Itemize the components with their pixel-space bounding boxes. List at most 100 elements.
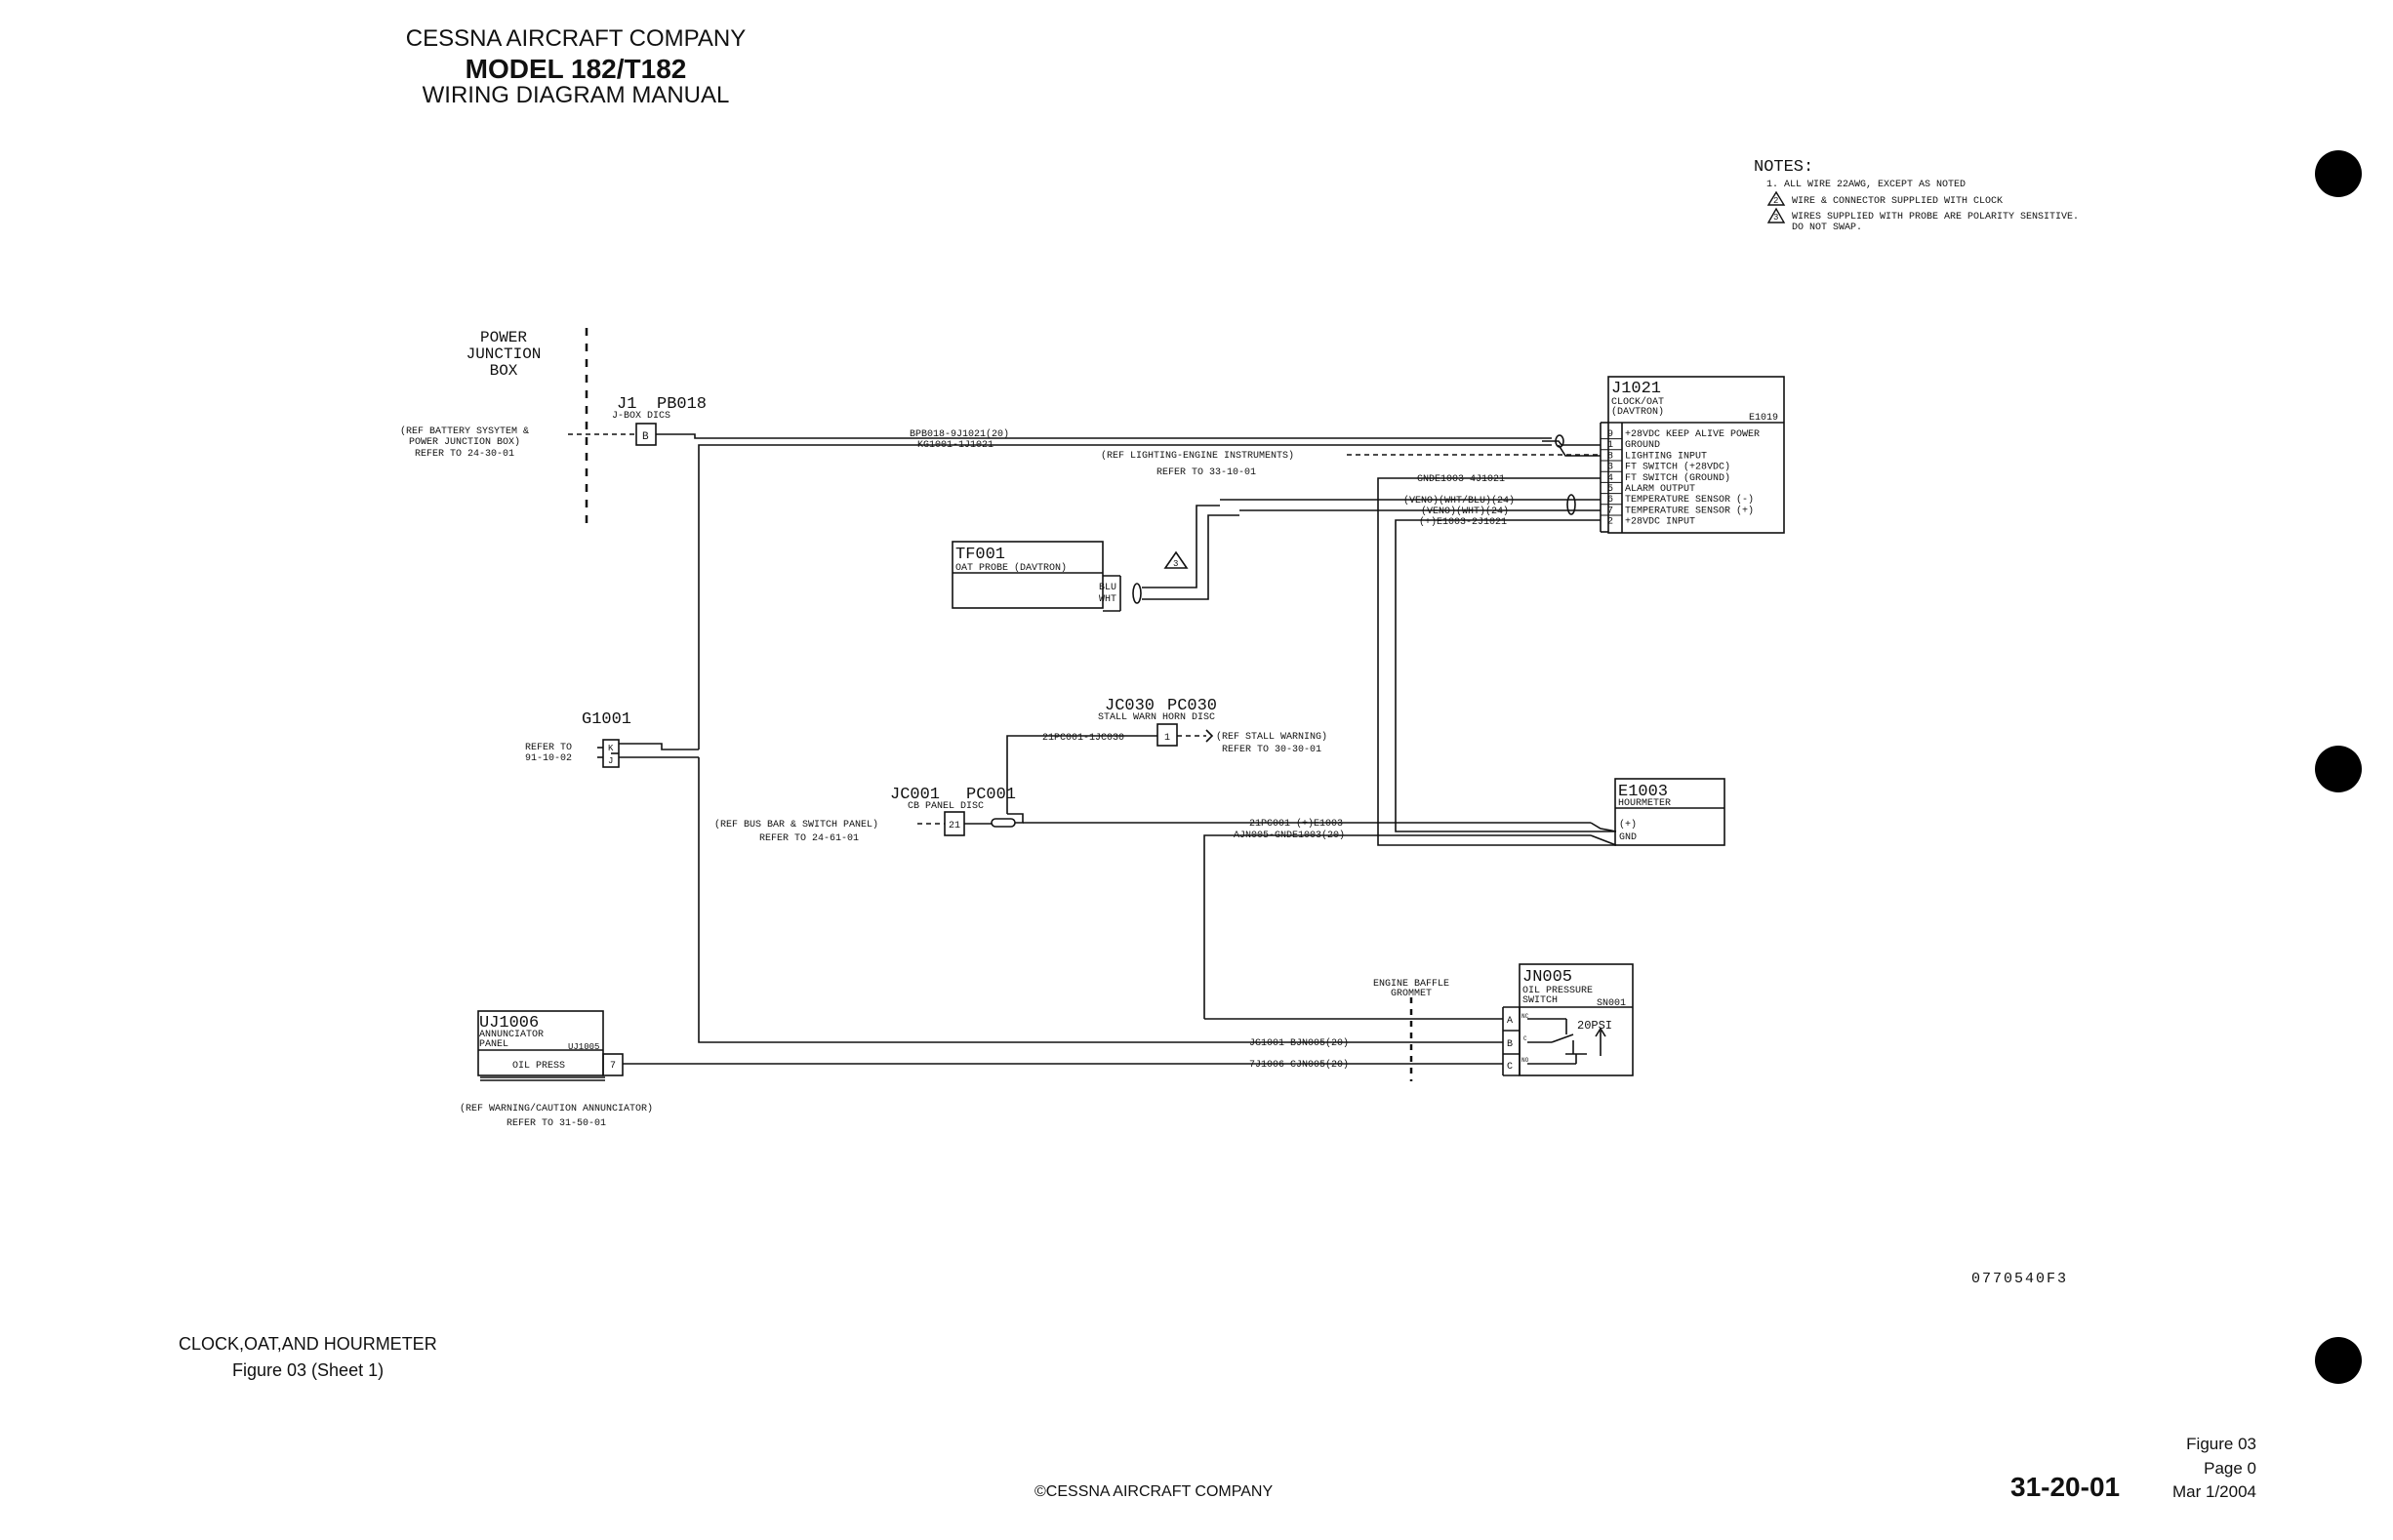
- wire-label-6: (+)E1003-2J1021: [1419, 516, 1507, 528]
- stall-ref-1: (REF STALL WARNING): [1216, 731, 1327, 743]
- battery-ref-2: POWER JUNCTION BOX): [409, 436, 520, 448]
- probe-id: TF001: [955, 546, 1005, 564]
- j1-label: J1: [617, 395, 636, 414]
- oilsw-nc: NC: [1521, 1013, 1529, 1020]
- note-2-number: 2: [1773, 196, 1778, 206]
- annunciator-ref-2: REFER TO 31-50-01: [507, 1118, 606, 1129]
- probe-pin-blu: BLU: [1099, 583, 1116, 593]
- figure-number: Figure 03: [2186, 1435, 2256, 1453]
- battery-ref-1: (REF BATTERY SYSYTEM &: [400, 426, 529, 437]
- oilsw-pin-a: A: [1507, 1016, 1513, 1027]
- probe-name: OAT PROBE (DAVTRON): [955, 562, 1067, 574]
- clock-ref: E1019: [1749, 413, 1778, 424]
- oilsw-name-1: OIL PRESSURE: [1522, 986, 1593, 996]
- stall-ref-2: REFER TO 30-30-01: [1222, 745, 1321, 755]
- wire-label-3: GNDE1003-4J1021: [1417, 474, 1505, 485]
- j1-subtitle: J-BOX DICS: [612, 411, 670, 422]
- copyright: ©CESSNA AIRCRAFT COMPANY: [1034, 1483, 1274, 1500]
- wire-label-4: (VENO)(WHT/BLU)(24): [1403, 495, 1515, 507]
- g1001-ref-1: REFER TO: [525, 743, 572, 753]
- hourmeter-id: E1003: [1618, 783, 1668, 801]
- wire-label-9: AJN005-GNDE1003(20): [1234, 830, 1345, 841]
- wire-label-2: KG1001-1J1021: [917, 440, 994, 451]
- drawing-number: 0770540F3: [1971, 1271, 2068, 1287]
- clock-name-2: (DAVTRON): [1611, 406, 1664, 418]
- punch-hole-bottom: [2315, 1337, 2362, 1384]
- hourmeter-pin-plus: (+): [1619, 819, 1637, 831]
- clock-pin-number: 2: [1607, 517, 1613, 528]
- jc001-label: JC001: [890, 786, 940, 804]
- jc030-pin: 1: [1164, 733, 1170, 744]
- clock-pin-label: FT SWITCH (GROUND): [1625, 472, 1730, 484]
- clock-pin-label: GROUND: [1625, 440, 1660, 451]
- notes-title: NOTES:: [1754, 158, 1813, 177]
- oilsw-pin-c: C: [1507, 1062, 1513, 1073]
- wire-label-11: 7J1006-CJN005(20): [1249, 1059, 1349, 1071]
- annunciator-pin: 7: [610, 1061, 616, 1072]
- wire-label-5: (VENO)(WHT)(24): [1421, 506, 1509, 517]
- wire-label-1: BPB018-9J1021(20): [910, 428, 1009, 440]
- clock-pin-number: 4: [1607, 473, 1613, 484]
- lighting-ref-1: (REF LIGHTING-ENGINE INSTRUMENTS): [1101, 450, 1294, 462]
- clock-pin-number: 9: [1607, 429, 1613, 440]
- revision-date: Mar 1/2004: [2172, 1482, 2256, 1502]
- caption-title: CLOCK,OAT,AND HOURMETER: [179, 1334, 437, 1354]
- clock-pin-label: ALARM OUTPUT: [1625, 484, 1695, 495]
- lighting-ref-2: REFER TO 33-10-01: [1156, 467, 1256, 478]
- baffle-label-1: ENGINE BAFFLE: [1373, 979, 1449, 990]
- clock-pin-number: 7: [1607, 506, 1613, 516]
- pjb-label-2: JUNCTION: [466, 345, 542, 363]
- battery-ref-3: REFER TO 24-30-01: [415, 449, 514, 460]
- probe-pin-wht: WHT: [1099, 594, 1116, 605]
- pc001-label: PC001: [966, 786, 1016, 804]
- wire-label-7: 21PC001-1JC030: [1042, 733, 1124, 744]
- jc030-subtitle: STALL WARN HORN DISC: [1098, 712, 1215, 723]
- note-1: 1. ALL WIRE 22AWG, EXCEPT AS NOTED: [1766, 180, 1966, 190]
- note-3-number: 3: [1773, 213, 1778, 223]
- annunciator-id: UJ1006: [479, 1014, 539, 1033]
- annunciator-item: OIL PRESS: [512, 1061, 565, 1072]
- jc030-label: JC030: [1105, 697, 1155, 715]
- pb018-label: PB018: [657, 395, 707, 414]
- note-2: WIRE & CONNECTOR SUPPLIED WITH CLOCK: [1792, 196, 2003, 207]
- oilsw-psi: 20PSI: [1577, 1019, 1612, 1033]
- clock-pin-label: TEMPERATURE SENSOR (-): [1625, 494, 1754, 506]
- wire-label-10: JG1001-BJN005(20): [1249, 1037, 1349, 1049]
- note-3-line-1: WIRES SUPPLIED WITH PROBE ARE POLARITY S…: [1792, 212, 2079, 223]
- g1001-label: G1001: [582, 710, 631, 729]
- busbar-ref-1: (REF BUS BAR & SWITCH PANEL): [714, 819, 878, 831]
- annunciator-name-1: ANNUNCIATOR: [479, 1030, 544, 1040]
- jc001-subtitle: CB PANEL DISC: [908, 801, 984, 812]
- oilsw-c: C: [1523, 1035, 1527, 1042]
- company-name: CESSNA AIRCRAFT COMPANY: [405, 25, 747, 52]
- g1001-pin-j: J: [608, 756, 613, 766]
- pc030-label: PC030: [1167, 697, 1217, 715]
- hourmeter-name: HOURMETER: [1618, 798, 1671, 809]
- baffle-label-2: GROMMET: [1391, 989, 1432, 999]
- jc001-pin: 21: [949, 821, 960, 831]
- punch-hole-top: [2315, 150, 2362, 197]
- clock-pin-label: FT SWITCH (+28VDC): [1625, 462, 1730, 473]
- clock-pin-label: TEMPERATURE SENSOR (+): [1625, 505, 1754, 516]
- wire-label-8: 21PC001-(+)E1003: [1249, 818, 1343, 830]
- clock-pin-number: 1: [1607, 440, 1613, 451]
- clock-pin-number: 8: [1607, 451, 1613, 462]
- oilsw-no: NO: [1521, 1057, 1529, 1064]
- punch-hole-middle: [2315, 746, 2362, 792]
- clock-pin-number: 5: [1607, 484, 1613, 495]
- clock-pin-number: 6: [1607, 495, 1613, 506]
- figure-caption: CLOCK,OAT,AND HOURMETER Figure 03 (Sheet…: [179, 1331, 437, 1384]
- manual-title: WIRING DIAGRAM MANUAL: [422, 82, 730, 108]
- clock-id: J1021: [1611, 380, 1661, 398]
- pjb-label-3: BOX: [490, 362, 518, 380]
- probe-note-number: 3: [1173, 559, 1178, 569]
- oilsw-name-2: SWITCH: [1522, 995, 1558, 1006]
- model-title: MODEL 182/T182: [465, 54, 687, 84]
- caption-subtitle: Figure 03 (Sheet 1): [232, 1360, 385, 1380]
- oilsw-pin-b: B: [1507, 1039, 1513, 1050]
- annunciator-ref: UJ1005: [568, 1042, 599, 1052]
- page-info: Figure 03 Page 0 Mar 1/2004: [2147, 1433, 2256, 1505]
- clock-pin-label: +28VDC INPUT: [1625, 517, 1695, 528]
- g1001-pin-k: K: [608, 744, 614, 753]
- oilsw-id: JN005: [1522, 968, 1572, 987]
